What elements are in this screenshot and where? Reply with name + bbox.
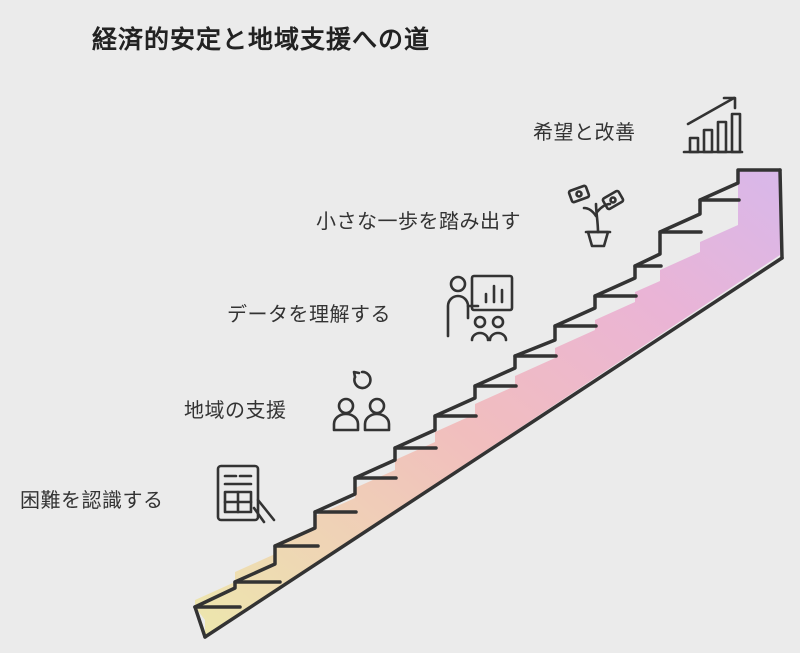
community-people-icon: [332, 370, 391, 432]
growth-chart-icon: [682, 96, 744, 154]
document-hand-icon: [216, 464, 276, 524]
stair-fill: [195, 170, 780, 637]
step-label-4: 小さな一歩を踏み出す: [316, 209, 521, 233]
step-label-3: データを理解する: [227, 302, 391, 326]
money-plant-icon: [567, 184, 625, 248]
step-label-5: 希望と改善: [533, 120, 636, 144]
stair-stringer: [203, 256, 784, 639]
step-label-1: 困難を認識する: [20, 488, 164, 512]
presentation-board-icon: [446, 274, 514, 342]
step-label-2: 地域の支援: [184, 398, 287, 422]
stair-treads: [193, 198, 741, 609]
stair-outline: [193, 168, 782, 609]
page-title: 経済的安定と地域支援への道: [92, 25, 431, 54]
